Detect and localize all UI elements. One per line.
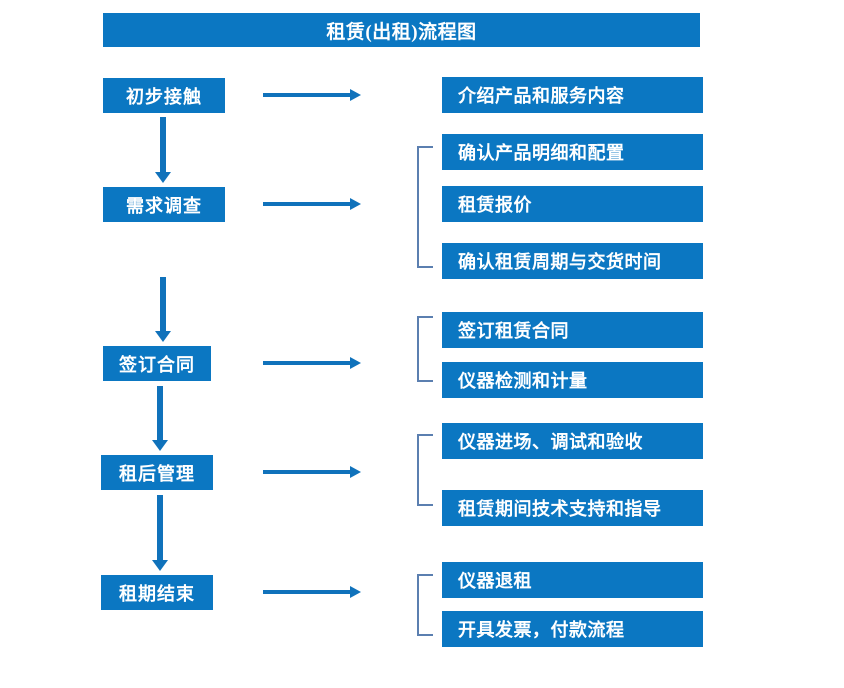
right-arrow-5 [263,583,361,601]
down-arrow-3 [150,386,170,451]
stage-box-5[interactable]: 租期结束 [101,575,213,610]
detail-box-4-1[interactable]: 仪器进场、调试和验收 [442,423,703,459]
detail-box-3-2[interactable]: 仪器检测和计量 [442,362,703,398]
group-bracket-3 [417,316,433,382]
right-arrow-4 [263,463,361,481]
right-arrow-3 [263,354,361,372]
group-bracket-2 [417,146,433,268]
group-bracket-4 [417,434,433,506]
stage-box-3[interactable]: 签订合同 [103,346,211,381]
group-bracket-5 [417,574,433,636]
right-arrow-1 [263,86,361,104]
detail-box-2-3[interactable]: 确认租赁周期与交货时间 [442,243,703,279]
down-arrow-1 [153,117,173,183]
detail-box-3-1[interactable]: 签订租赁合同 [442,312,703,348]
stage-box-1[interactable]: 初步接触 [103,78,225,113]
detail-box-1-1[interactable]: 介绍产品和服务内容 [442,77,703,113]
down-arrow-4 [150,495,170,571]
down-arrow-2 [153,277,173,342]
detail-box-2-2[interactable]: 租赁报价 [442,186,703,222]
right-arrow-2 [263,195,361,213]
stage-box-4[interactable]: 租后管理 [101,455,213,490]
detail-box-4-2[interactable]: 租赁期间技术支持和指导 [442,490,703,526]
detail-box-5-2[interactable]: 开具发票，付款流程 [442,611,703,647]
stage-box-2[interactable]: 需求调查 [103,187,225,222]
flowchart-title: 租赁(出租)流程图 [103,13,700,47]
detail-box-5-1[interactable]: 仪器退租 [442,562,703,598]
detail-box-2-1[interactable]: 确认产品明细和配置 [442,134,703,170]
